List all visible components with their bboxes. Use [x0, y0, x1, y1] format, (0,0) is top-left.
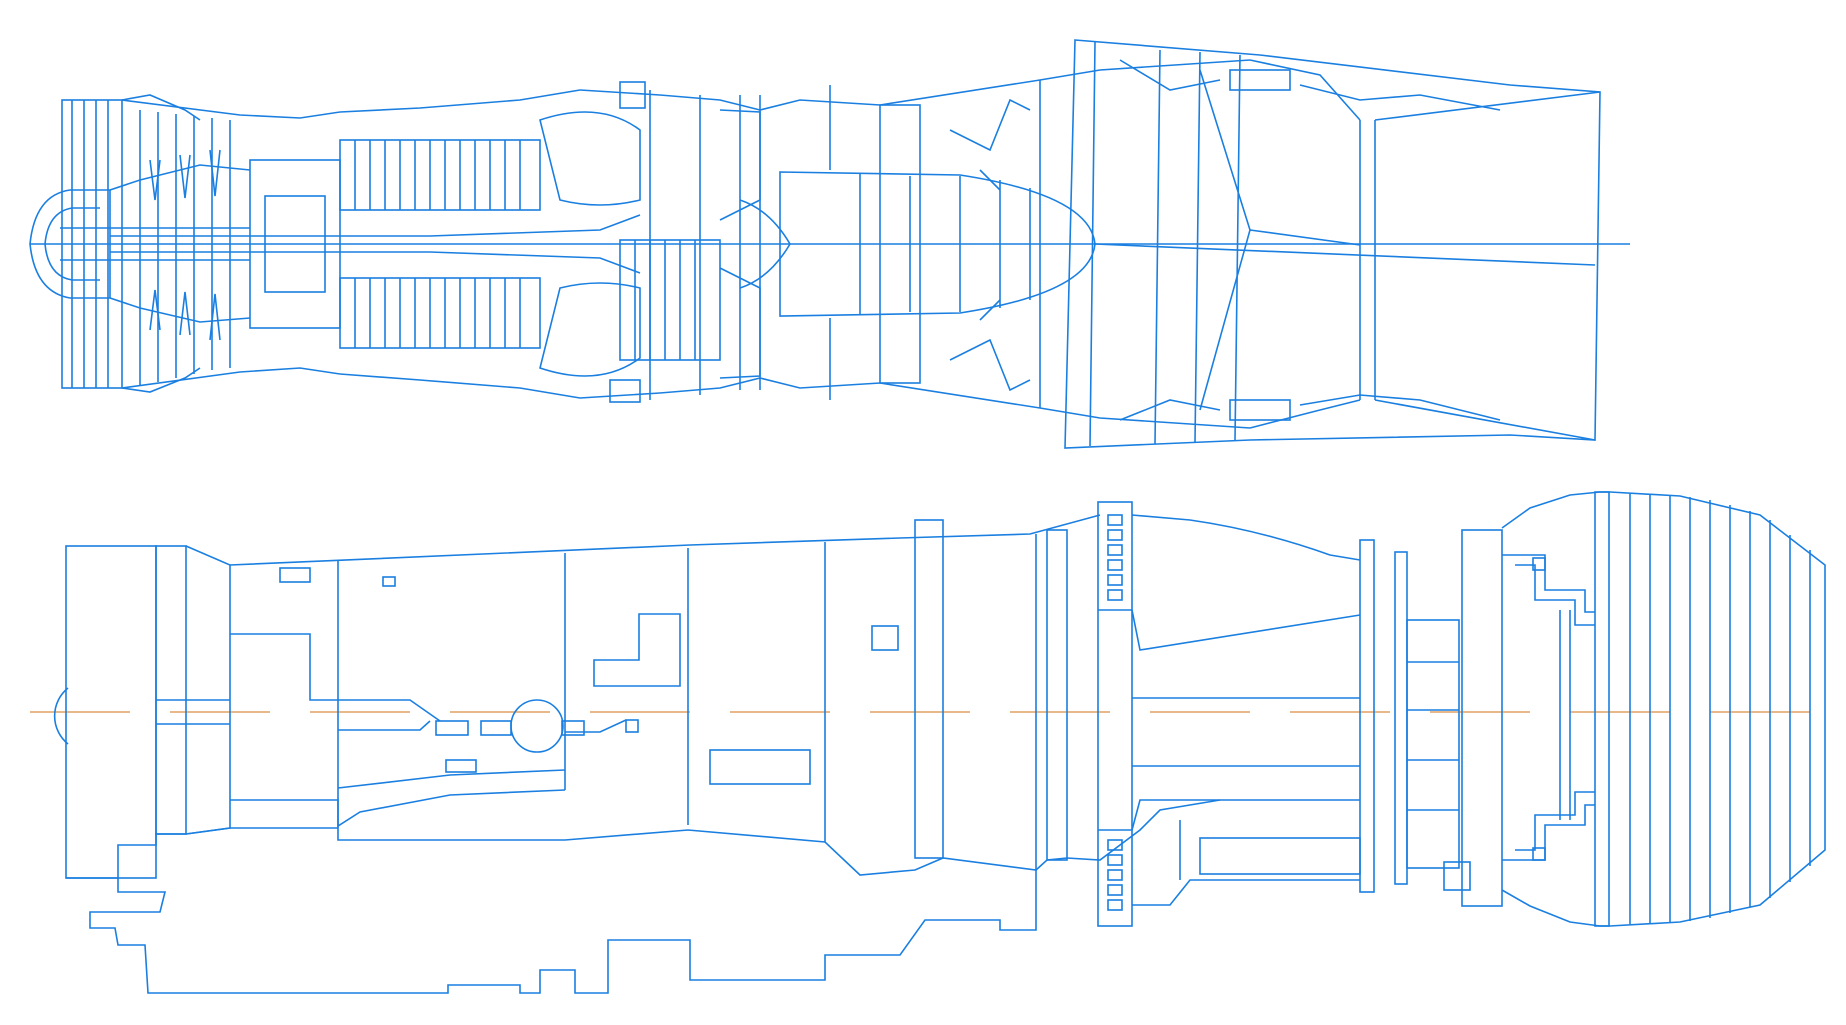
low-pressure-compressor — [109, 99, 341, 389]
exhaust-cone — [779, 59, 1251, 429]
mounting-brackets — [609, 81, 1031, 403]
casing-bottom — [66, 799, 1221, 879]
turbine-section — [719, 95, 881, 390]
fan-section — [29, 94, 430, 393]
afterburner-nozzle — [1064, 39, 1601, 449]
internal-panels — [230, 567, 899, 828]
spinner-cone — [29, 189, 111, 299]
nose-dome — [53, 687, 69, 745]
detailed-engine-cross-section — [29, 39, 1630, 449]
segment-dividers — [337, 519, 1068, 870]
flange-ring-1 — [1097, 501, 1133, 927]
accessory-gearbox — [89, 870, 1037, 994]
simplified-engine-outline — [30, 491, 1826, 994]
high-pressure-compressor — [339, 89, 641, 399]
afterburner-casing — [1131, 514, 1361, 906]
exhaust-nozzle — [1501, 491, 1826, 927]
flange-ring-2 — [1359, 529, 1503, 907]
casing-top — [229, 514, 1101, 566]
